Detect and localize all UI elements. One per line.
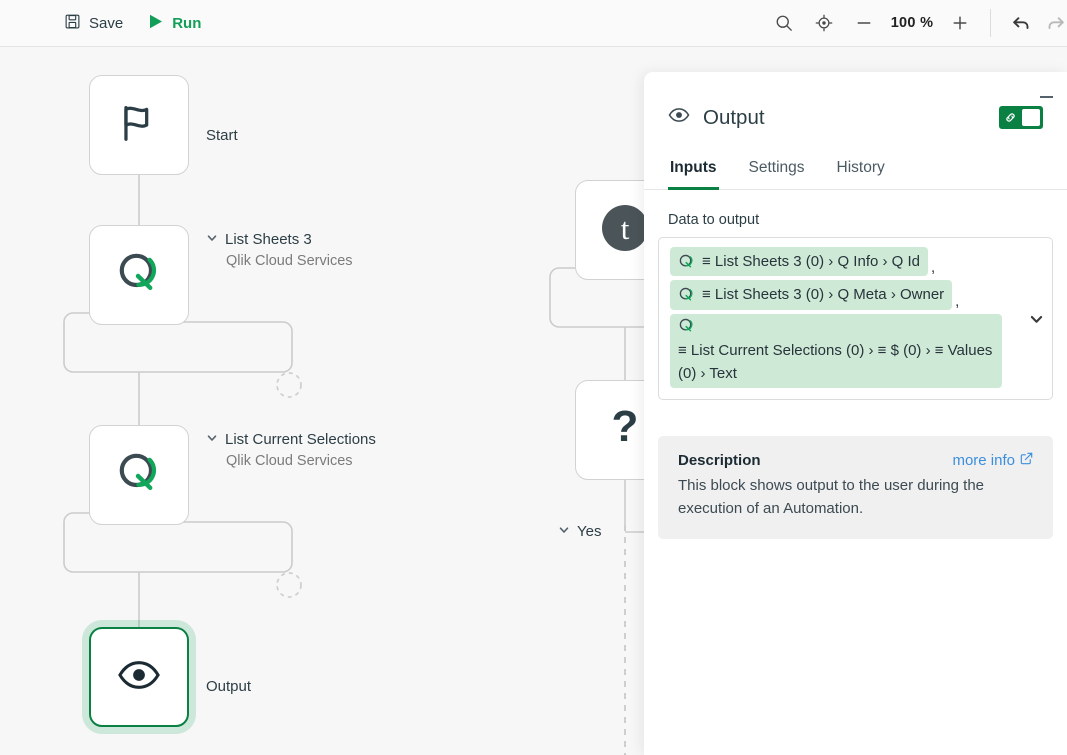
external-link-icon bbox=[1020, 452, 1033, 469]
block-details-panel: Output Inputs Settings History Data to o bbox=[644, 72, 1067, 755]
token-separator: , bbox=[955, 292, 960, 310]
panel-title: Output bbox=[703, 105, 765, 129]
redo-arrow-icon[interactable] bbox=[1041, 0, 1067, 46]
svg-text:?: ? bbox=[612, 402, 639, 451]
branch-label-text: Yes bbox=[577, 523, 602, 540]
flow-node-start[interactable] bbox=[89, 75, 189, 175]
undo-arrow-icon[interactable] bbox=[1001, 0, 1041, 46]
zoom-level-value: 100 % bbox=[890, 15, 934, 31]
eye-icon bbox=[117, 653, 161, 702]
more-info-label: more info bbox=[952, 452, 1015, 469]
token-text: ≡ List Current Selections (0) › ≡ $ (0) … bbox=[678, 341, 993, 382]
more-info-link[interactable]: more info bbox=[952, 452, 1033, 469]
flag-icon bbox=[116, 100, 162, 151]
svg-text:t: t bbox=[621, 211, 630, 246]
qlik-q-icon bbox=[678, 253, 695, 270]
flow-node-list-sheets-label: List Sheets 3 Qlik Cloud Services bbox=[206, 229, 353, 272]
eye-icon bbox=[668, 104, 690, 131]
panel-header: Output bbox=[644, 72, 1067, 131]
save-label: Save bbox=[89, 14, 124, 32]
flow-node-start-label: Start bbox=[206, 125, 238, 147]
description-title: Description bbox=[678, 452, 761, 469]
node-title: List Current Selections bbox=[225, 431, 376, 448]
toolbar-left-group: Save Run bbox=[65, 14, 201, 33]
tab-history[interactable]: History bbox=[836, 159, 885, 176]
run-button[interactable]: Run bbox=[149, 14, 201, 33]
zoom-out-button[interactable] bbox=[844, 0, 884, 46]
chevron-down-icon[interactable] bbox=[206, 429, 218, 451]
play-icon bbox=[149, 14, 163, 33]
data-to-output-input[interactable]: ≡ List Sheets 3 (0) › Q Info › Q Id , bbox=[658, 237, 1053, 400]
flow-branch-label-yes[interactable]: Yes bbox=[558, 523, 601, 540]
qlik-q-icon bbox=[678, 317, 695, 334]
zoom-in-button[interactable] bbox=[940, 0, 980, 46]
toggle-knob bbox=[1022, 109, 1040, 126]
token-row: ≡ List Current Selections (0) › ≡ $ (0) … bbox=[670, 313, 1041, 388]
node-title: List Sheets 3 bbox=[225, 231, 312, 248]
chain-link-icon bbox=[1004, 111, 1017, 124]
qlik-q-icon bbox=[678, 286, 695, 303]
flow-node-output[interactable] bbox=[89, 627, 189, 727]
token-pill[interactable]: ≡ List Sheets 3 (0) › Q Info › Q Id bbox=[670, 247, 928, 277]
flow-node-list-current-selections[interactable] bbox=[89, 425, 189, 525]
toolbar-divider bbox=[990, 9, 991, 37]
qlik-q-icon bbox=[115, 249, 163, 302]
token-text: ≡ List Sheets 3 (0) › Q Meta › Owner bbox=[702, 286, 945, 304]
run-label: Run bbox=[172, 14, 202, 32]
token-row: ≡ List Sheets 3 (0) › Q Meta › Owner , bbox=[670, 280, 1041, 310]
node-subtitle: Qlik Cloud Services bbox=[226, 252, 353, 269]
token-row: ≡ List Sheets 3 (0) › Q Info › Q Id , bbox=[670, 247, 1041, 277]
question-mark-icon: ? bbox=[598, 401, 652, 460]
description-body: This block shows output to the user duri… bbox=[678, 477, 985, 517]
floppy-disk-icon bbox=[65, 14, 80, 33]
node-title: Start bbox=[206, 127, 238, 144]
toolbar: Save Run bbox=[0, 0, 1067, 47]
description-header: Description more info bbox=[678, 452, 1033, 469]
token-text: ≡ List Sheets 3 (0) › Q Info › Q Id bbox=[702, 253, 920, 270]
crosshair-target-icon[interactable] bbox=[804, 0, 844, 46]
node-subtitle: Qlik Cloud Services bbox=[226, 452, 353, 469]
toolbar-right-group: 100 % bbox=[764, 0, 1067, 46]
description-card: Description more info This block shows o… bbox=[658, 436, 1053, 539]
chevron-down-icon[interactable] bbox=[558, 523, 570, 540]
flow-node-list-current-selections-label: List Current Selections Qlik Cloud Servi… bbox=[206, 429, 376, 472]
tab-inputs[interactable]: Inputs bbox=[668, 153, 719, 190]
token-pill[interactable]: ≡ List Sheets 3 (0) › Q Meta › Owner bbox=[670, 280, 953, 310]
tab-settings[interactable]: Settings bbox=[748, 159, 805, 176]
node-title: Output bbox=[206, 678, 252, 695]
minimize-icon[interactable] bbox=[1035, 86, 1057, 108]
token-separator: , bbox=[931, 259, 936, 277]
chevron-down-icon[interactable] bbox=[1029, 311, 1044, 326]
token-pill[interactable]: ≡ List Current Selections (0) › ≡ $ (0) … bbox=[670, 313, 1002, 388]
search-icon[interactable] bbox=[764, 0, 804, 46]
save-button[interactable]: Save bbox=[65, 14, 123, 33]
flow-node-output-label: Output bbox=[206, 676, 251, 698]
chevron-down-icon[interactable] bbox=[206, 229, 218, 251]
link-toggle[interactable] bbox=[999, 106, 1043, 129]
data-to-output-label: Data to output bbox=[668, 212, 760, 228]
panel-tabs: Inputs Settings History bbox=[644, 153, 1067, 190]
flow-node-list-sheets[interactable] bbox=[89, 225, 189, 325]
t-avatar-icon: t bbox=[598, 201, 652, 260]
qlik-q-icon bbox=[115, 449, 163, 502]
flow-canvas[interactable]: Start List Sheets 3 Qlik Cloud Services bbox=[0, 47, 1067, 755]
